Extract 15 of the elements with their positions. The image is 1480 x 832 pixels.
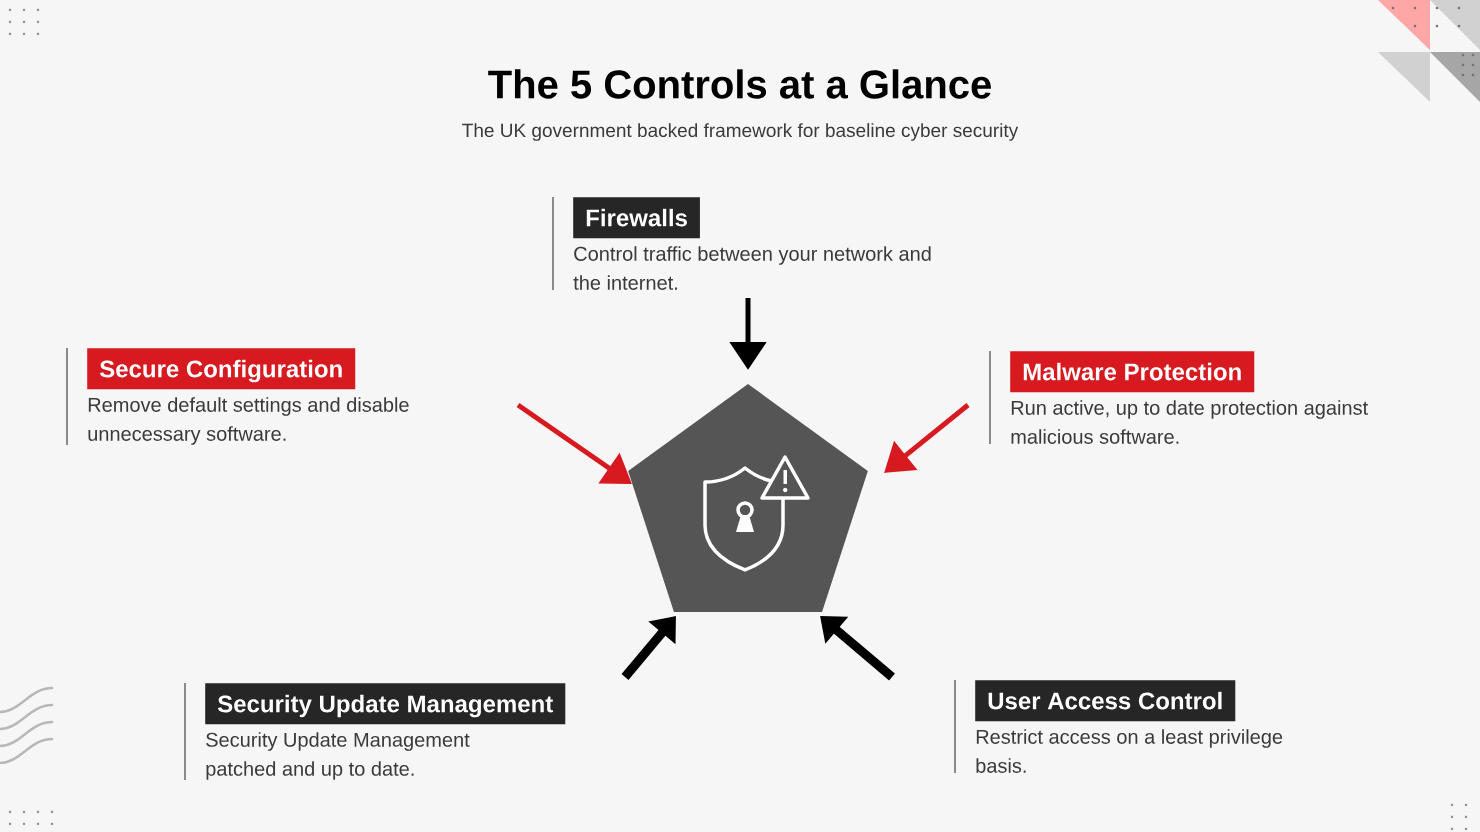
node-label: Security Update Management patched and up to date. [206,732,470,780]
title: The 5 Controls at a Glance [488,69,991,99]
node-label: Restrict access on a least privilege basis. [976,729,1283,773]
control-block: Malware Protection Run active, up to date protection against malicious software. [989,350,1368,445]
control-block: Secure Configuration Remove default settings and disable unnecessary software. [66,347,409,446]
subtitle: The UK government backed framework for baseline cyber security [462,123,1019,141]
node-label: Control traffic between your network and the internet. [573,246,931,290]
control-block: User Access Control Restrict access on a least privilege basis. [954,679,1283,774]
arrow [820,616,895,681]
control-block: Firewalls Control traffic between your network and the internet. [552,196,931,291]
control-block: Security Update Management Security Update Management patched and up to date. [184,682,566,781]
arrow [621,616,676,680]
pentagon [628,384,868,612]
node-label: Remove default settings and disable unnecessary software. [88,397,409,445]
node-label: Run active, up to date protection against malicious software. [1011,400,1368,444]
